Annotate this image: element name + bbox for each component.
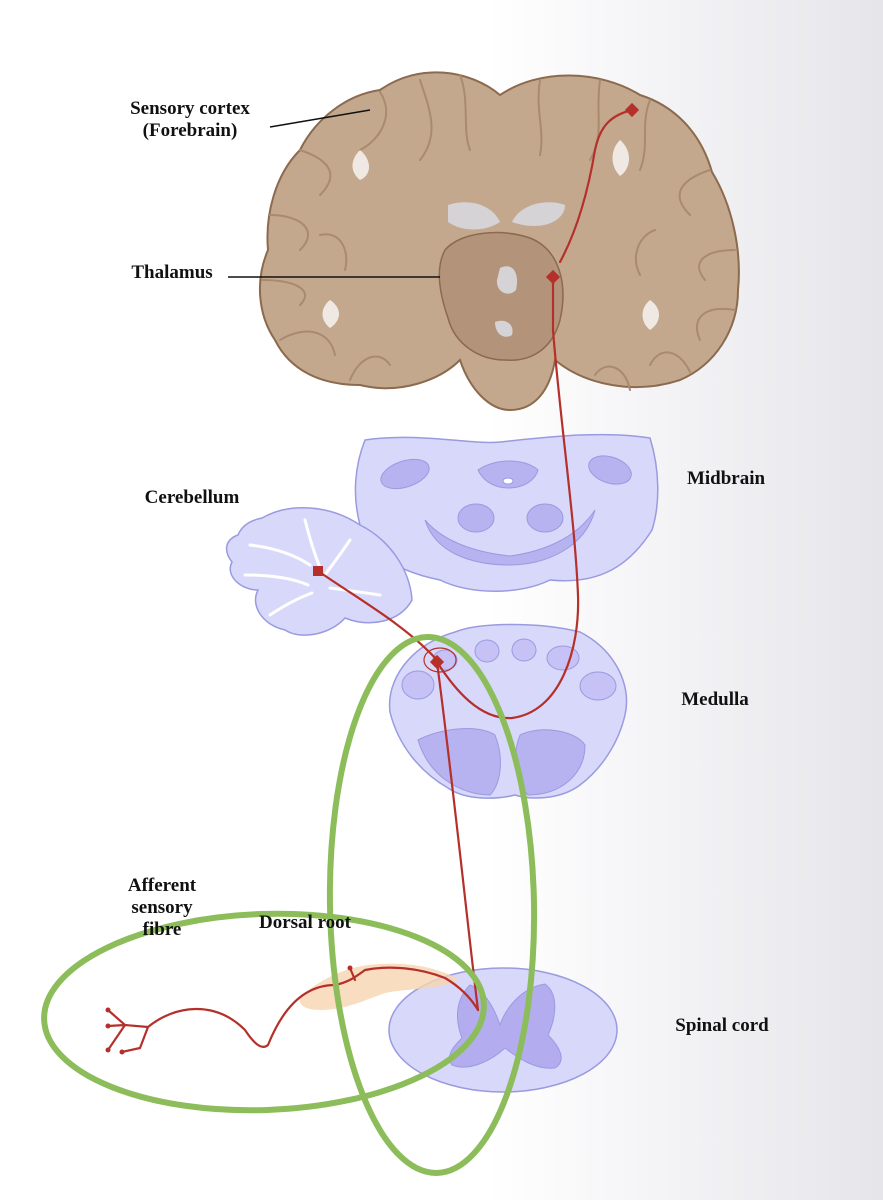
label-spinal-cord: Spinal cord bbox=[675, 1015, 769, 1036]
label-medulla: Medulla bbox=[681, 689, 749, 710]
sensory-cortex-pointer bbox=[269, 109, 371, 128]
thalamocortical-fibre bbox=[558, 108, 634, 264]
ventricles bbox=[448, 202, 565, 337]
label-dorsal-root: Dorsal root bbox=[259, 912, 351, 933]
label-sensory-cortex: Sensory cortex (Forebrain) bbox=[112, 98, 268, 142]
medulla-pyramids bbox=[417, 728, 586, 796]
forebrain-section bbox=[258, 71, 740, 412]
medial-lemniscus bbox=[435, 275, 580, 720]
label-afferent-line1: Afferent bbox=[127, 875, 197, 896]
label-cerebellum: Cerebellum bbox=[144, 487, 240, 508]
thalamus-region bbox=[438, 231, 564, 361]
cerebellum-folia bbox=[243, 518, 382, 617]
cerebellar-fibre bbox=[316, 569, 439, 662]
midbrain-nuclei bbox=[380, 455, 632, 566]
label-afferent-line2: sensory bbox=[131, 897, 193, 918]
label-thalamus: Thalamus bbox=[131, 262, 213, 283]
medulla-nuclei bbox=[401, 638, 617, 701]
label-sensory-cortex-line1: Sensory cortex bbox=[130, 98, 250, 119]
highlight-ellipses bbox=[41, 634, 538, 1176]
medulla-section bbox=[388, 623, 628, 799]
sensory-pathway bbox=[106, 108, 634, 1054]
highlight-ellipse-peripheral bbox=[41, 910, 487, 1114]
highlight-ellipse-ascending bbox=[326, 634, 538, 1176]
synapse-markers bbox=[105, 102, 640, 1055]
label-pointers bbox=[228, 109, 440, 278]
label-afferent-sensory-fibre: Afferent sensory fibre bbox=[112, 875, 212, 941]
medulla-outline bbox=[388, 623, 628, 799]
medulla-nucleus-ring bbox=[423, 647, 457, 673]
receptor-endings bbox=[106, 1008, 150, 1054]
sulci bbox=[322, 140, 659, 330]
afferent-fibre bbox=[146, 966, 480, 1048]
label-sensory-cortex-line2: (Forebrain) bbox=[142, 120, 238, 141]
label-midbrain: Midbrain bbox=[686, 468, 766, 489]
label-afferent-line3: fibre bbox=[142, 919, 182, 940]
